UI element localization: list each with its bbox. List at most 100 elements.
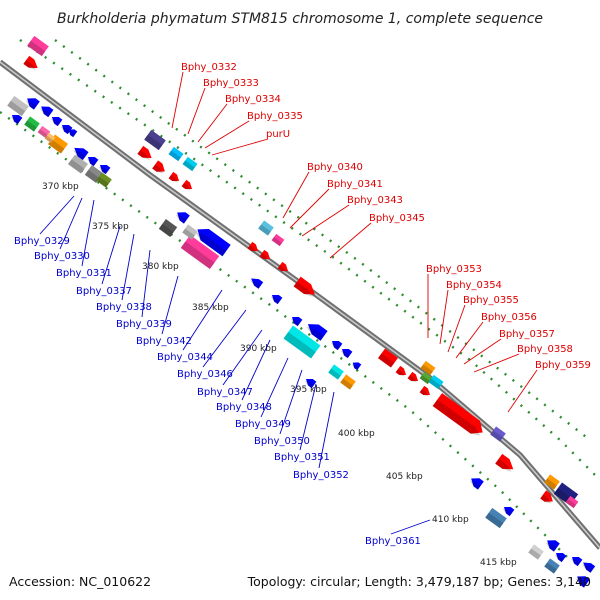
gene-feature[interactable] [271, 233, 285, 247]
gene-feature[interactable] [277, 261, 291, 274]
forward-gene-label-bphy_0353[interactable]: Bphy_0353 [426, 264, 482, 338]
gene-feature[interactable] [544, 536, 560, 552]
gene-feature[interactable] [270, 292, 283, 305]
forward-gene-label-bphy_0355[interactable]: Bphy_0355 [447, 295, 519, 353]
reverse-gene-label-bphy_0346[interactable]: Bphy_0346 [177, 309, 247, 380]
gene-feature[interactable] [554, 550, 567, 563]
reverse-gene-label-bphy_0337[interactable]: Bphy_0337 [76, 225, 132, 297]
gene-feature[interactable] [502, 504, 515, 517]
gene-feature[interactable] [71, 144, 89, 161]
gene-feature[interactable] [168, 146, 184, 162]
gene-feature[interactable] [340, 346, 353, 359]
gene-feature[interactable] [68, 154, 88, 174]
gene-feature[interactable] [247, 241, 261, 254]
gene-feature[interactable] [495, 453, 517, 474]
gene-feature[interactable] [528, 544, 544, 560]
gene-feature[interactable] [27, 35, 49, 57]
gene-feature[interactable] [468, 474, 484, 490]
gene-feature[interactable] [544, 558, 560, 574]
gene-feature[interactable] [293, 276, 319, 300]
gene-feature[interactable] [174, 208, 190, 224]
forward-gene-label-bphy_0341[interactable]: Bphy_0341 [289, 179, 383, 229]
gene-feature[interactable] [24, 116, 40, 132]
gene-feature[interactable] [490, 426, 506, 442]
forward-gene-label-bphy_0333[interactable]: Bphy_0333 [187, 78, 259, 135]
gene-feature[interactable] [407, 371, 421, 384]
reverse-gene-label-bphy_0350[interactable]: Bphy_0350 [254, 369, 310, 447]
gene-feature[interactable] [137, 145, 154, 162]
gene-feature[interactable] [181, 179, 195, 192]
gene-feature[interactable] [193, 224, 231, 257]
gene-feature[interactable] [249, 275, 264, 289]
gene-feature[interactable] [419, 371, 433, 385]
reverse-gene-label-bphy_0344[interactable]: Bphy_0344 [157, 289, 223, 363]
gene-feature[interactable] [420, 360, 436, 376]
gene-feature[interactable] [7, 95, 29, 117]
reverse-gene-label-bphy_0342[interactable]: Bphy_0342 [136, 275, 192, 347]
gene-feature[interactable] [258, 220, 274, 236]
forward-gene-label-bphy_0345[interactable]: Bphy_0345 [329, 213, 425, 259]
gene-feature[interactable] [340, 374, 356, 390]
forward-gene-label-bphy_0357[interactable]: Bphy_0357 [463, 329, 555, 365]
gene-feature[interactable] [581, 559, 596, 573]
gene-feature[interactable] [152, 160, 168, 175]
gene-feature[interactable] [574, 572, 590, 588]
gene-feature[interactable] [428, 374, 444, 390]
gene-feature[interactable] [351, 360, 362, 371]
forward-gene-label-bphy_0335[interactable]: Bphy_0335 [204, 111, 303, 149]
reverse-gene-label-bphy_0352[interactable]: Bphy_0352 [293, 391, 349, 481]
gene-feature[interactable] [98, 162, 111, 175]
reverse-gene-label-bphy_0339[interactable]: Bphy_0339 [116, 249, 172, 330]
forward-gene-label-bphy_0334[interactable]: Bphy_0334 [197, 94, 281, 143]
reverse-gene-label-bphy_0347[interactable]: Bphy_0347 [197, 329, 263, 398]
gene-feature[interactable] [290, 314, 303, 327]
gene-feature[interactable] [86, 154, 99, 167]
gene-feature[interactable] [44, 132, 56, 144]
gene-feature[interactable] [144, 129, 166, 151]
gene-feature[interactable] [67, 127, 78, 138]
forward-gene-label-puru[interactable]: purU [211, 129, 290, 156]
gene-feature[interactable] [540, 490, 556, 505]
gene-feature[interactable] [419, 385, 433, 398]
forward-gene-label-bphy_0359[interactable]: Bphy_0359 [507, 360, 591, 413]
gene-feature[interactable] [60, 122, 73, 135]
reverse-gene-label-bphy_0349[interactable]: Bphy_0349 [235, 357, 291, 430]
forward-gene-label-bphy_0354[interactable]: Bphy_0354 [439, 280, 502, 345]
reverse-gene-label-bphy_0331[interactable]: Bphy_0331 [56, 199, 112, 279]
gene-feature[interactable] [180, 234, 220, 270]
gene-feature[interactable] [50, 114, 63, 127]
gene-feature[interactable] [96, 172, 112, 188]
gene-feature[interactable] [23, 55, 40, 72]
forward-gene-label-bphy_0340[interactable]: Bphy_0340 [282, 162, 363, 219]
forward-gene-label-bphy_0343[interactable]: Bphy_0343 [301, 195, 403, 237]
gene-feature[interactable] [485, 507, 507, 529]
reverse-gene-label-bphy_0329[interactable]: Bphy_0329 [14, 195, 75, 247]
gene-feature[interactable] [182, 156, 198, 172]
gene-feature[interactable] [39, 103, 54, 118]
forward-gene-label-bphy_0356[interactable]: Bphy_0356 [455, 312, 537, 359]
reverse-gene-label-bphy_0330[interactable]: Bphy_0330 [34, 197, 90, 262]
reverse-gene-label-bphy_0351[interactable]: Bphy_0351 [274, 383, 330, 463]
gene-feature[interactable] [328, 364, 344, 380]
gene-feature[interactable] [395, 365, 409, 378]
gene-feature[interactable] [378, 348, 398, 368]
gene-feature[interactable] [158, 219, 178, 237]
forward-gene-label-bphy_0332[interactable]: Bphy_0332 [171, 62, 237, 129]
gene-feature[interactable] [304, 376, 317, 389]
gene-feature[interactable] [330, 338, 343, 351]
forward-gene-label-bphy_0358[interactable]: Bphy_0358 [473, 344, 573, 373]
gene-feature[interactable] [544, 474, 560, 490]
gene-feature[interactable] [24, 94, 40, 110]
reverse-gene-label-bphy_0338[interactable]: Bphy_0338 [96, 233, 152, 313]
gene-feature[interactable] [304, 319, 328, 341]
gene-feature[interactable] [570, 554, 583, 567]
gene-feature[interactable] [565, 495, 579, 509]
gene-feature[interactable] [10, 112, 23, 125]
gene-feature[interactable] [168, 171, 182, 184]
gene-feature[interactable] [259, 249, 273, 262]
reverse-gene-label-bphy_0361[interactable]: Bphy_0361 [365, 519, 431, 547]
gene-feature[interactable] [432, 393, 488, 439]
gene-feature[interactable] [283, 325, 321, 359]
gene-feature[interactable] [182, 224, 198, 240]
reverse-gene-label-bphy_0348[interactable]: Bphy_0348 [216, 339, 272, 413]
